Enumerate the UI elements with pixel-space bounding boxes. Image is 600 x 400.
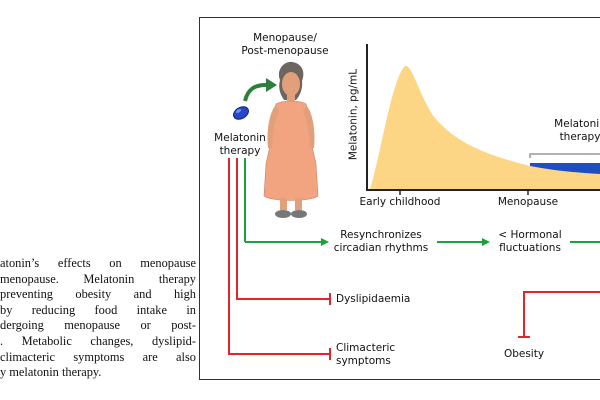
x-tick-label-menopause: Menopause [488,196,568,209]
caption-line: atonin’s effects on menopause [0,256,196,272]
caption-line: by reducing food intake in [0,303,196,319]
dyslipidaemia-label: Dyslipidaemia [336,293,410,306]
therapy-to-woman-arrowhead [266,78,277,92]
climacteric-label: Climacteric symptoms [336,342,395,368]
caption-line: y melatonin therapy. [0,365,196,381]
figure-caption: atonin’s effects on menopause menopause.… [0,256,196,381]
y-axis-label: Melatonin, pg/mL [348,55,361,175]
hormonal-label: < Hormonal fluctuations [490,229,570,255]
therapy-to-woman-arrow [245,85,266,101]
menopause-label: Menopause/ Post-menopause [230,32,340,58]
caption-line: climacteric symptoms are also [0,350,196,366]
plot-therapy-label: Melatonin therapy [540,118,600,144]
caption-line: preventing obesity and high [0,287,196,303]
caption-line: menopause. Melatonin therapy [0,272,196,288]
red-inhibit-obesity [524,292,600,336]
caption-line: . Metabolic changes, dyslipid- [0,334,196,350]
resync-label: Resynchronizes circadian rhythms [326,229,436,255]
therapy-bracket [530,154,600,158]
figure-panel: Menopause/ Post-menopause Melatonin ther… [199,17,600,380]
pill-icon [231,104,250,122]
therapy-label: Melatonin therapy [205,132,275,158]
caption-line: dergoing menopause or post- [0,318,196,334]
obesity-label: Obesity [502,348,546,361]
x-tick-label-early: Early childhood [350,196,450,209]
